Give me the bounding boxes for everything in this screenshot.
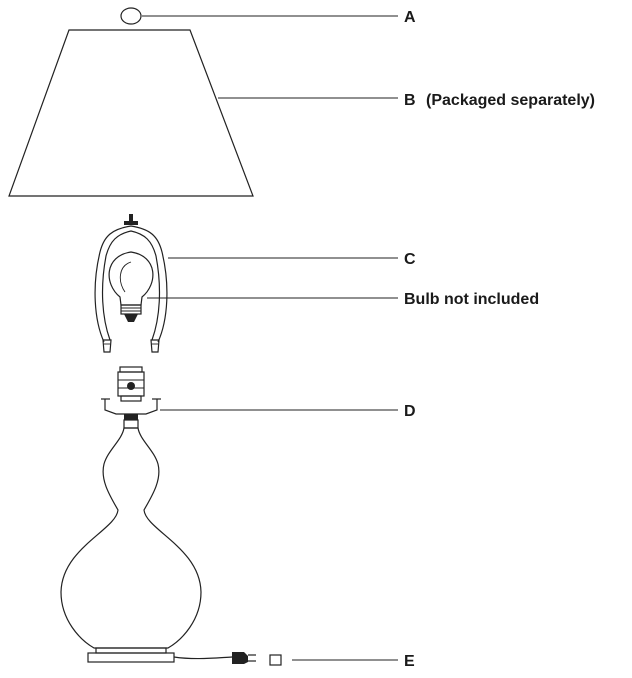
lamp-shade (8, 29, 254, 197)
lamp-body (60, 419, 202, 663)
label-a: A (404, 9, 416, 26)
label-b-note: (Packaged separately) (426, 92, 595, 109)
label-b-letter: B (404, 92, 416, 109)
harp (94, 214, 168, 353)
power-cord-and-plug (173, 652, 282, 666)
bulb (108, 251, 154, 322)
finial (120, 7, 142, 25)
label-c: C (404, 251, 416, 268)
label-b: B (Packaged separately) (404, 92, 595, 109)
label-d: D (404, 403, 416, 420)
label-bulb: Bulb not included (404, 291, 539, 308)
label-e: E (404, 653, 415, 670)
socket-and-saddle (101, 366, 161, 420)
